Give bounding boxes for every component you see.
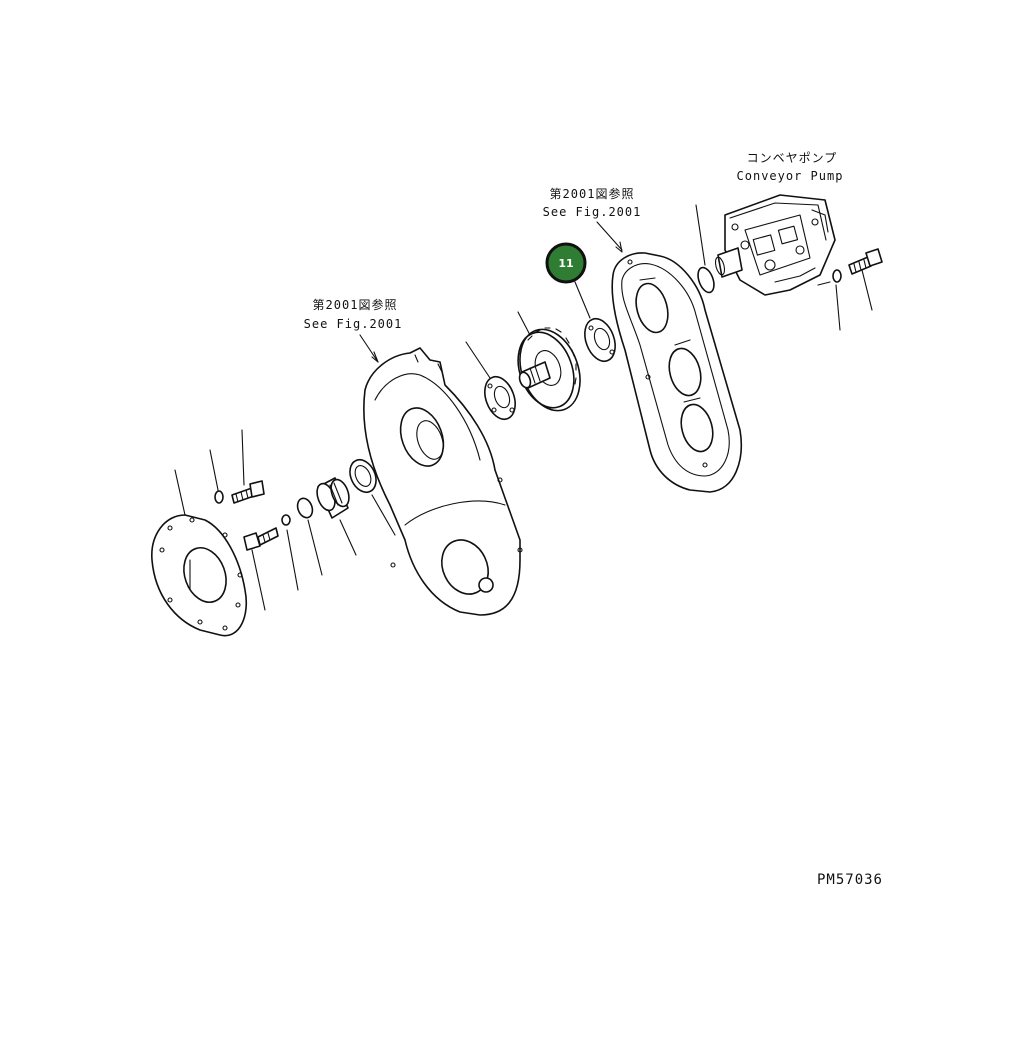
conveyor-pump-label-jp: コンベヤポンプ (747, 151, 838, 165)
spacer-washer (296, 497, 323, 576)
gear-case-cover-left (359, 334, 523, 616)
bolt-upper-left (231, 429, 265, 504)
reference-upper-jp: 第2001図参照 (550, 186, 635, 201)
washer-lower-left (281, 514, 299, 591)
ball-bearing-left (465, 341, 516, 421)
callout-11[interactable]: 11 (545, 242, 587, 284)
reference-upper-en: See Fig.2001 (543, 205, 642, 219)
gear-case-housing-right (596, 221, 742, 493)
drive-gear (517, 311, 581, 412)
bolt-lower-left (243, 527, 279, 611)
washer-upper-left (209, 449, 224, 504)
needle-bearing (316, 477, 357, 556)
o-ring (695, 204, 715, 294)
drawing-code: PM57036 (817, 872, 883, 888)
flange-plate (151, 469, 247, 637)
reference-left-jp: 第2001図参照 (313, 297, 398, 312)
conveyor-pump-label-en: Conveyor Pump (737, 169, 844, 183)
callout-11-number: 11 (558, 257, 573, 270)
seal-ring (349, 458, 396, 536)
ball-bearing-right (574, 281, 616, 363)
reference-left-en: See Fig.2001 (304, 317, 403, 331)
pump-washer (817, 269, 842, 331)
pump-mounting-bolt (848, 248, 883, 311)
conveyor-pump (714, 194, 836, 296)
